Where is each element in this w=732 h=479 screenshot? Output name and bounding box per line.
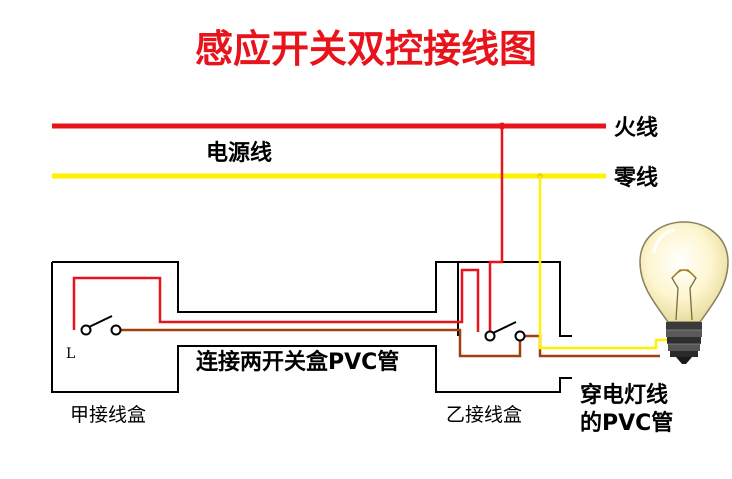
box-b-label: 乙接线盒 (446, 404, 522, 426)
terminal-l-label: L (66, 346, 75, 362)
switch-a-feed (72, 268, 480, 332)
power-line-label: 电源线 (206, 140, 272, 166)
pvc-pipe-between-label: 连接两开关盒PVC管 (196, 349, 399, 375)
lamp-pipe-label-2: 的PVC管 (580, 410, 673, 436)
neutral-wire-label: 零线 (613, 165, 658, 191)
light-bulb-icon (639, 221, 729, 364)
live-drop-to-switch-b (488, 126, 504, 332)
box-a-label: 甲接线盒 (70, 404, 146, 426)
traveler-wire-a-to-b (120, 328, 522, 358)
switch-a-symbol (80, 315, 122, 336)
lamp-pipe-label-1: 穿电灯线 (580, 382, 668, 408)
box-outlines (51, 261, 572, 393)
live-wire-label: 火线 (614, 115, 658, 141)
switch-b-symbol (484, 321, 526, 342)
page-title: 感应开关双控接线图 (195, 27, 537, 71)
neutral-drop-to-lamp (538, 176, 668, 350)
